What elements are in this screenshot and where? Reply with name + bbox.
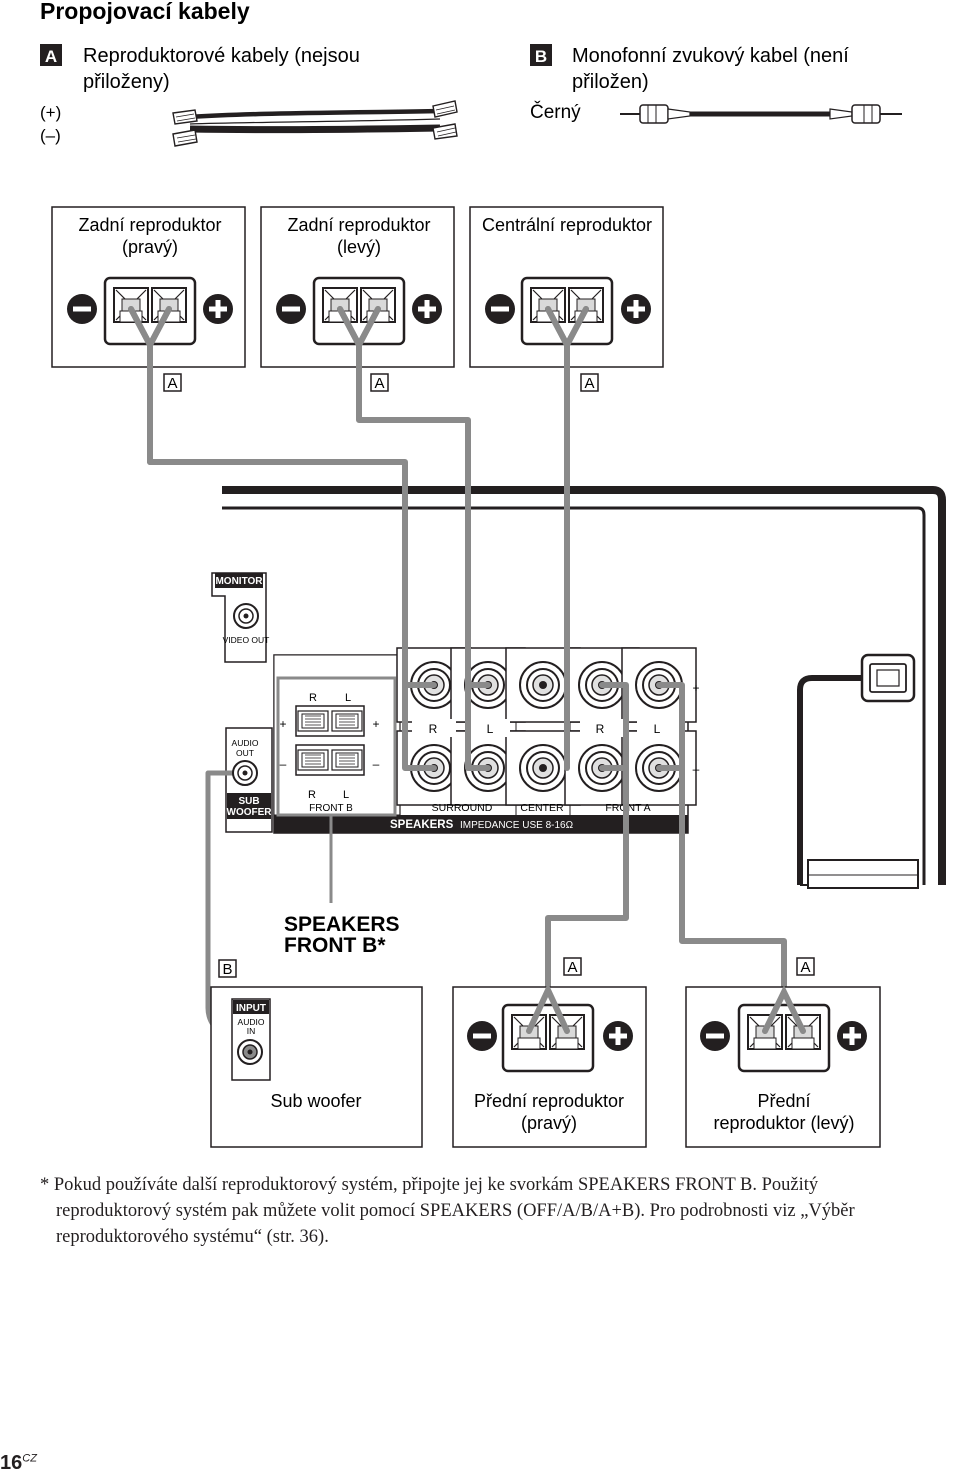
speaker-cables (147, 342, 787, 1053)
speaker-label-line1: Zadní reproduktor (78, 215, 221, 235)
speaker-front-left: Přední reproduktor (levý) (685, 986, 881, 1148)
mono-cable-icon (620, 104, 902, 124)
front-b-note-2: FRONT B* (284, 934, 386, 957)
front-b-callout (276, 676, 397, 903)
svg-text:A: A (374, 375, 384, 392)
cable-a-plus: (+) (40, 103, 61, 122)
cable-badge: A (580, 373, 599, 392)
audio-out-label-1: AUDIO (232, 738, 259, 748)
cable-b-title-2: přiložen) (572, 71, 649, 93)
front-b-l-label-2: L (343, 789, 349, 801)
cable-badge: A (370, 373, 389, 392)
speaker-label-line2: (pravý) (521, 1113, 577, 1133)
sub-audio-label: AUDIO (238, 1017, 265, 1027)
surround-r-label: R (429, 722, 438, 736)
speakers-label: SPEAKERS (390, 819, 454, 831)
svg-text:A: A (584, 375, 594, 392)
front-b-l-label: L (345, 692, 351, 704)
plus-icon (412, 294, 442, 324)
impedance-label: IMPEDANCE USE 8-16Ω (460, 820, 574, 831)
speaker-terminal (105, 278, 195, 344)
speaker-label-line1: Zadní reproduktor (287, 215, 430, 235)
sub-woofer-out-jack: SUB WOOFER (227, 760, 273, 819)
cable-b-title-1: Monofonní zvukový kabel (není (572, 45, 849, 67)
front-b-label: FRONT B (309, 803, 353, 814)
minus-icon (276, 294, 306, 324)
cable-a-title-1: Reproduktorové kabely (nejsou (83, 45, 360, 67)
front-b-r-label-2: R (308, 789, 316, 801)
speaker-label-line1: Centrální reproduktor (482, 215, 652, 235)
subwoofer-label: Sub woofer (270, 1091, 361, 1111)
center-label: CENTER (520, 802, 564, 814)
receiver-rear-panel: MONITOR VIDEO OUT AUDIO OUT R L R L + + … (211, 486, 946, 889)
cable-badge: B (218, 959, 237, 978)
subwoofer-box: INPUT AUDIO IN Sub woofer (210, 986, 423, 1148)
speaker-label-line1: Přední (757, 1091, 810, 1111)
minus-icon (467, 1021, 497, 1051)
speaker-cable-icon (172, 100, 458, 147)
page-number-value: 16 (0, 1452, 23, 1474)
cable-b-legend: B Monofonní zvukový kabel (není přiložen… (530, 44, 902, 124)
minus-icon (700, 1021, 730, 1051)
cable-a-badge: A (45, 47, 57, 66)
speaker-terminal (314, 278, 404, 344)
footnote-line-2: reproduktorový systém pak můžete volit p… (56, 1201, 855, 1221)
svg-text:A: A (567, 959, 577, 976)
svg-text:A: A (800, 959, 810, 976)
speaker-label-line2: reproduktor (levý) (713, 1113, 854, 1133)
cable-badge: A (163, 373, 182, 392)
video-out-label: VIDEO OUT (223, 635, 270, 645)
speaker-front-right: Přední reproduktor (pravý) (452, 986, 647, 1148)
speaker-terminal (739, 1005, 829, 1071)
cable-b-color: Černý (530, 101, 581, 123)
speaker-label-line2: (levý) (337, 237, 381, 257)
surround-label: SURROUND (432, 802, 493, 814)
page-title: Propojovací kabely (40, 0, 250, 24)
front-b-plus-2: + (372, 717, 379, 731)
surround-l-label: L (487, 722, 494, 736)
front-b-plus-1: + (279, 717, 286, 731)
plus-icon (837, 1021, 867, 1051)
panel-plus-label: + (692, 681, 699, 695)
front-b-note-1: SPEAKERS (284, 913, 400, 936)
front-a-r-label: R (596, 722, 605, 736)
page-number: 16CZ (0, 1452, 37, 1475)
panel-minus-label: – (693, 762, 700, 776)
sub-in-label: IN (247, 1026, 256, 1036)
front-b-minus-2: – (373, 757, 380, 771)
cable-badge: A (796, 957, 815, 976)
svg-text:A: A (167, 375, 177, 392)
cable-a-minus: (–) (40, 126, 61, 145)
footnote-line-3: reproduktorového systému“ (str. 36). (56, 1227, 329, 1247)
sub-input-label: INPUT (236, 1003, 266, 1014)
front-b-minus-1: – (280, 757, 287, 771)
bottom-cable-ends (128, 306, 806, 1034)
plus-icon (621, 294, 651, 324)
sub-label-2: WOOFER (227, 807, 273, 818)
speaker-terminal (522, 278, 612, 344)
svg-text:B: B (222, 961, 232, 978)
front-b-r-label: R (309, 692, 317, 704)
sub-label-1: SUB (238, 796, 259, 807)
monitor-label: MONITOR (215, 576, 263, 587)
cable-a-title-2: přiloženy) (83, 71, 170, 93)
footnote-line-1: * Pokud používáte další reproduktorový s… (40, 1175, 819, 1195)
page-number-suffix: CZ (22, 1452, 37, 1465)
footnote: * Pokud používáte další reproduktorový s… (40, 1172, 930, 1250)
speaker-label-line2: (pravý) (122, 237, 178, 257)
cable-a-legend: A Reproduktorové kabely (nejsou přiložen… (40, 44, 458, 147)
plus-icon (203, 294, 233, 324)
minus-icon (67, 294, 97, 324)
video-out-jack (233, 603, 259, 629)
plus-icon (603, 1021, 633, 1051)
audio-out-label-2: OUT (236, 748, 254, 758)
cable-badge: A (563, 957, 582, 976)
minus-icon (485, 294, 515, 324)
cable-b-badge: B (535, 47, 547, 66)
front-a-l-label: L (654, 722, 661, 736)
speaker-label-line1: Přední reproduktor (474, 1091, 624, 1111)
speaker-terminal (503, 1005, 593, 1071)
